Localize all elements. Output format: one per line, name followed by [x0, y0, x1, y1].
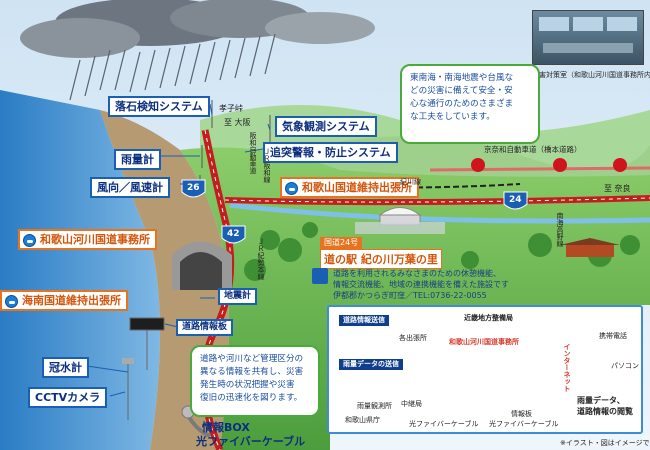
rockfall-detection-label: 落石検知システム	[108, 96, 210, 117]
office-logo-icon	[285, 182, 298, 195]
disaster-room-photo	[532, 10, 644, 65]
jr-hanwa-label: ＪＲ阪和線	[263, 148, 271, 183]
to-osaka: 至 大阪	[224, 118, 251, 127]
wakayama-road-office-label: 和歌山国道維持出張所	[280, 177, 419, 198]
temple	[560, 238, 620, 257]
kainan-road-office-label: 海南国道維持出張所	[0, 290, 128, 311]
hanwa-expressway-label: 阪和自動車道	[249, 132, 257, 174]
footnote: ※イラスト・図はイメージです。	[560, 439, 650, 447]
wakayama-river-office-label: 和歌山河川国道事務所	[18, 229, 157, 250]
info-board-panel-label: 情報板	[511, 410, 532, 418]
route-42-number: 42	[227, 229, 240, 239]
fiber-panel-label-2: 光ファイバーケーブル	[489, 420, 559, 428]
kyonawa-label: 京奈和自動車道（橋本道路）	[484, 145, 582, 154]
fiber-cable-label: 光ファイバーケーブル	[196, 435, 306, 448]
pc-label: パソコン	[611, 362, 639, 370]
storm-clouds	[20, 0, 375, 101]
wakayama-office-panel-label: 和歌山河川国道事務所	[449, 338, 519, 346]
prefecture-label: 和歌山県庁	[345, 416, 380, 424]
view-label-2: 道路情報の閲覧	[577, 407, 633, 416]
info-sharing-note: 道路や河川など管理区分の 異なる情報を共有し、災害 発生時の状況把握や災害 復旧…	[190, 345, 320, 417]
info-box-label: 情報BOX	[202, 421, 250, 434]
note-line: 発生時の状況把握や災害	[200, 380, 295, 390]
kainan-road-office-text: 海南国道維持出張所	[22, 294, 121, 307]
office-logo-icon	[5, 295, 18, 308]
road-info-board	[129, 317, 165, 370]
branch-offices-label: 各出張所	[399, 334, 427, 342]
view-label-1: 雨量データ、	[577, 396, 625, 405]
route-42-sign	[221, 225, 246, 244]
wakayama-road-office-text: 和歌山国道維持出張所	[302, 181, 412, 194]
disaster-prep-note: 東南海・南海地震や台風な どの災害に備えて安全・安 心な通行のためのさまざま な…	[400, 64, 540, 144]
flood-meter-label: 冠水計	[42, 357, 89, 378]
rain-station-label: 雨量観測所	[357, 402, 392, 410]
fiber-panel-label-1: 光ファイバーケーブル	[409, 420, 479, 428]
seismometer-label: 地震計	[218, 288, 258, 305]
note-line: 東南海・南海地震や台風な	[410, 73, 514, 83]
note-line: 異なる情報を共有し、災害	[200, 367, 304, 377]
rain-data-title: 雨量データの送信	[339, 359, 403, 370]
kyonawa-expressway	[429, 166, 650, 172]
rain-gauge-label: 雨量計	[114, 149, 161, 170]
photo-caption: 災害対策室（和歌山河川国道事務所内）	[532, 71, 650, 79]
mobile-label: 携帯電話	[599, 332, 627, 340]
wakayama-river-office-text: 和歌山河川国道事務所	[40, 233, 150, 246]
note-line: 心な通行のためのさまざま	[410, 99, 514, 109]
michinoeki-address: 伊都郡かつらぎ町窪／TEL:0736-22-0055	[333, 291, 487, 300]
collision-warning-label: 追突警報・防止システム	[263, 142, 398, 163]
internet-label: インターネット	[563, 343, 571, 392]
note-line: な工夫をしています。	[410, 112, 495, 122]
note-line: 復旧の迅速化を図ります。	[200, 393, 303, 403]
cctv-camera-label: CCTVカメラ	[28, 387, 108, 408]
route-24-number: 24	[509, 195, 522, 205]
road-info-title: 道路情報送信	[339, 315, 389, 326]
pass-name: 孝子峠	[219, 104, 243, 113]
michinoeki-desc-1: 道路を利用されるみなさまのための休憩機能、	[333, 269, 501, 278]
road-info-board-label: 道路情報板	[176, 319, 234, 336]
kinki-bureau-label: 近畿地方整備局	[464, 314, 513, 322]
office-logo-icon	[23, 234, 36, 247]
route-26-number: 26	[187, 183, 200, 193]
data-flow-panel: 道路情報送信 各出張所 雨量データの送信 雨量観測所 中継局 近畿地方整備局 和…	[327, 305, 643, 434]
tunnel-portal	[172, 241, 232, 290]
michinoeki-desc-2: 情報交流機能、地域の連携機能を備えた施設です	[333, 280, 509, 289]
wind-gauge-label: 風向／風速計	[90, 177, 170, 198]
interchange-markers	[471, 158, 627, 172]
nankai-label: 南海高野線	[556, 212, 564, 247]
kisei-line-label: ＪＲ紀勢本線	[257, 238, 265, 280]
note-line: 道路や河川など管理区分の	[200, 354, 304, 364]
to-nara: 至 奈良	[604, 184, 631, 193]
kishigawa-label: 紀川線	[400, 178, 421, 186]
michinoeki-building	[355, 207, 445, 234]
note-line: どの災害に備えて安全・安	[410, 86, 513, 96]
relay-station-label: 中継局	[401, 400, 422, 408]
michinoeki-name: 道の駅 紀の川万葉の里	[320, 249, 442, 269]
route-24-sign	[503, 191, 528, 210]
weather-observation-label: 気象観測システム	[275, 116, 377, 137]
michinoeki-logo-icon	[312, 268, 328, 284]
cctv-pole	[122, 358, 134, 420]
michinoeki-tag: 国道24号	[320, 237, 363, 249]
